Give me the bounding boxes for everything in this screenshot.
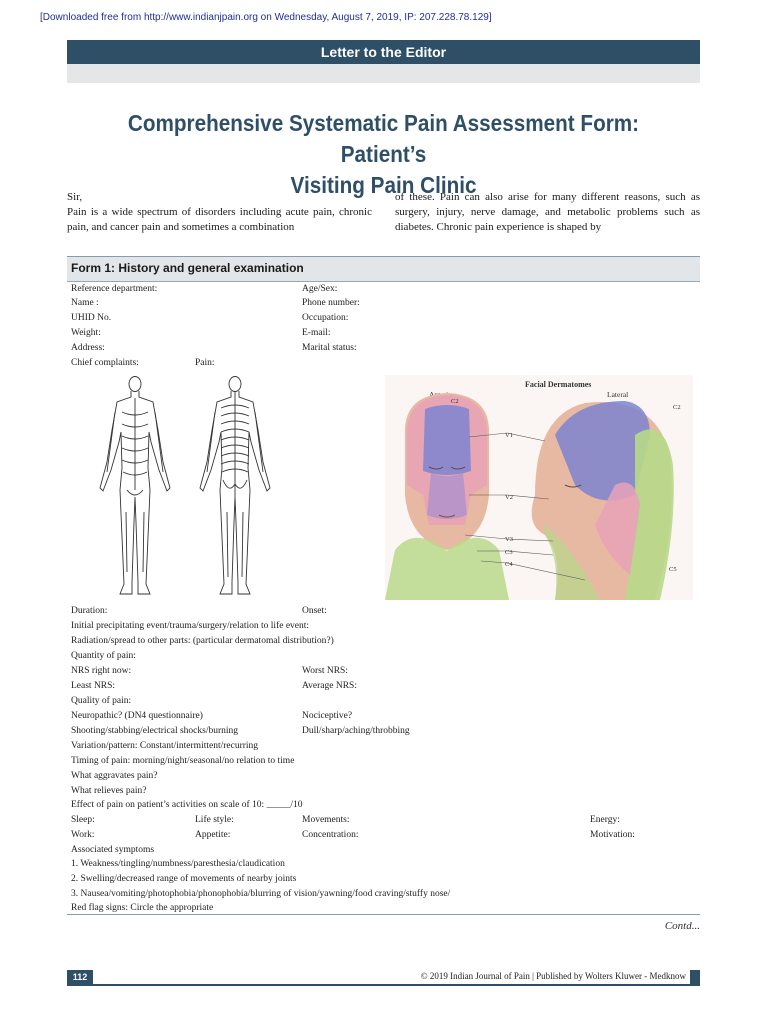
field-quantity: Quantity of pain: (71, 651, 136, 661)
field-sleep: Sleep: (71, 815, 95, 825)
field-lifestyle: Life style: (195, 815, 234, 825)
section-banner: Letter to the Editor (67, 40, 700, 64)
lateral-face (531, 401, 674, 600)
label-c5: C5 (669, 566, 677, 573)
field-chief-complaints: Chief complaints: (71, 358, 139, 368)
article-title: Comprehensive Systematic Pain Assessment… (99, 108, 669, 201)
field-shooting: Shooting/stabbing/electrical shocks/burn… (71, 726, 239, 736)
field-motivation: Motivation: (590, 830, 635, 840)
field-duration: Duration: (71, 606, 108, 616)
field-occupation: Occupation: (302, 313, 349, 323)
symptom-2: 2. Swelling/decreased range of movements… (71, 874, 297, 884)
contd-label: Contd... (664, 920, 700, 932)
field-nociceptive: Nociceptive? (302, 711, 353, 721)
field-red-flag: Red flag signs: Circle the appropriate (71, 903, 214, 913)
body-back-outline (199, 376, 271, 595)
field-dull: Dull/sharp/aching/throbbing (302, 726, 410, 736)
field-average-nrs: Average NRS: (302, 681, 357, 691)
label-c3: C3 (505, 549, 513, 556)
facial-dermatomes-figure: Facial Dermatomes Anterior Lateral (385, 375, 693, 600)
field-timing: Timing of pain: morning/night/seasonal/n… (71, 756, 295, 766)
field-marital-status: Marital status: (302, 343, 357, 353)
footer-copyright: © 2019 Indian Journal of Pain | Publishe… (420, 971, 686, 981)
field-initial-event: Initial precipitating event/trauma/surge… (71, 621, 310, 631)
field-email: E-mail: (302, 328, 331, 338)
field-radiation: Radiation/spread to other parts: (partic… (71, 636, 334, 646)
field-relieves: What relieves pain? (71, 786, 147, 796)
field-energy: Energy: (590, 815, 620, 825)
form-title: Form 1: History and general examination (71, 261, 304, 275)
field-least-nrs: Least NRS: (71, 681, 116, 691)
form-header: Form 1: History and general examination (67, 257, 700, 282)
field-concentration: Concentration: (302, 830, 359, 840)
field-uhid: UHID No. (71, 313, 112, 323)
field-pain: Pain: (195, 358, 215, 368)
field-reference-department: Reference department: (71, 284, 158, 294)
article-title-line2: Visiting Pain Clinic (290, 172, 477, 198)
leader-lines (464, 432, 586, 581)
field-onset: Onset: (302, 606, 327, 616)
field-age-sex: Age/Sex: (302, 284, 338, 294)
label-c2-lateral: C2 (673, 404, 681, 411)
intro-left-column: Sir, Pain is a wide spectrum of disorder… (67, 190, 372, 235)
intro-left-text: Pain is a wide spectrum of disorders inc… (67, 206, 372, 233)
lateral-label: Lateral (607, 390, 628, 399)
field-neuropathic: Neuropathic? (DN4 questionnaire) (71, 711, 203, 721)
field-movements: Movements: (302, 815, 350, 825)
body-front-outline (99, 376, 171, 595)
facial-dermatomes-title: Facial Dermatomes (525, 380, 591, 389)
history-form: Form 1: History and general examination … (67, 256, 700, 915)
field-aggravates: What aggravates pain? (71, 771, 158, 781)
field-phone: Phone number: (302, 298, 360, 308)
label-v1: V1 (505, 432, 513, 439)
intro-right-column: of these. Pain can also arise for many d… (395, 190, 700, 235)
field-variation: Variation/pattern: Constant/intermittent… (71, 741, 259, 751)
field-associated-symptoms: Associated symptoms (71, 845, 155, 855)
page-footer: 112 © 2019 Indian Journal of Pain | Publ… (67, 970, 700, 986)
label-v3: V3 (505, 536, 513, 543)
footer-end-block (690, 970, 700, 984)
field-effect: Effect of pain on patient’s activities o… (71, 800, 303, 810)
form-bottom-rule (67, 914, 700, 915)
article-title-line1: Comprehensive Systematic Pain Assessment… (127, 110, 640, 167)
symptom-1: 1. Weakness/tingling/numbness/paresthesi… (71, 859, 285, 869)
field-name: Name : (71, 298, 99, 308)
intro-right-text: of these. Pain can also arise for many d… (395, 191, 700, 233)
field-worst-nrs: Worst NRS: (302, 666, 348, 676)
field-quality: Quality of pain: (71, 696, 132, 706)
field-address: Address: (71, 343, 105, 353)
field-work: Work: (71, 830, 95, 840)
banner-underband (67, 64, 700, 83)
anterior-face (385, 393, 509, 600)
symptom-3: 3. Nausea/vomiting/photophobia/phonophob… (71, 889, 451, 899)
body-dermatome-figure (99, 376, 271, 595)
salutation: Sir, (67, 191, 83, 203)
label-c2-anterior: C2 (451, 398, 459, 405)
download-notice: [Downloaded free from http://www.indianj… (40, 12, 492, 23)
field-weight: Weight: (71, 328, 101, 338)
label-c4: C4 (505, 561, 513, 568)
field-appetite: Appetite: (195, 830, 231, 840)
field-nrs-now: NRS right now: (71, 666, 132, 676)
label-v2: V2 (505, 494, 513, 501)
page-number: 112 (67, 970, 93, 984)
